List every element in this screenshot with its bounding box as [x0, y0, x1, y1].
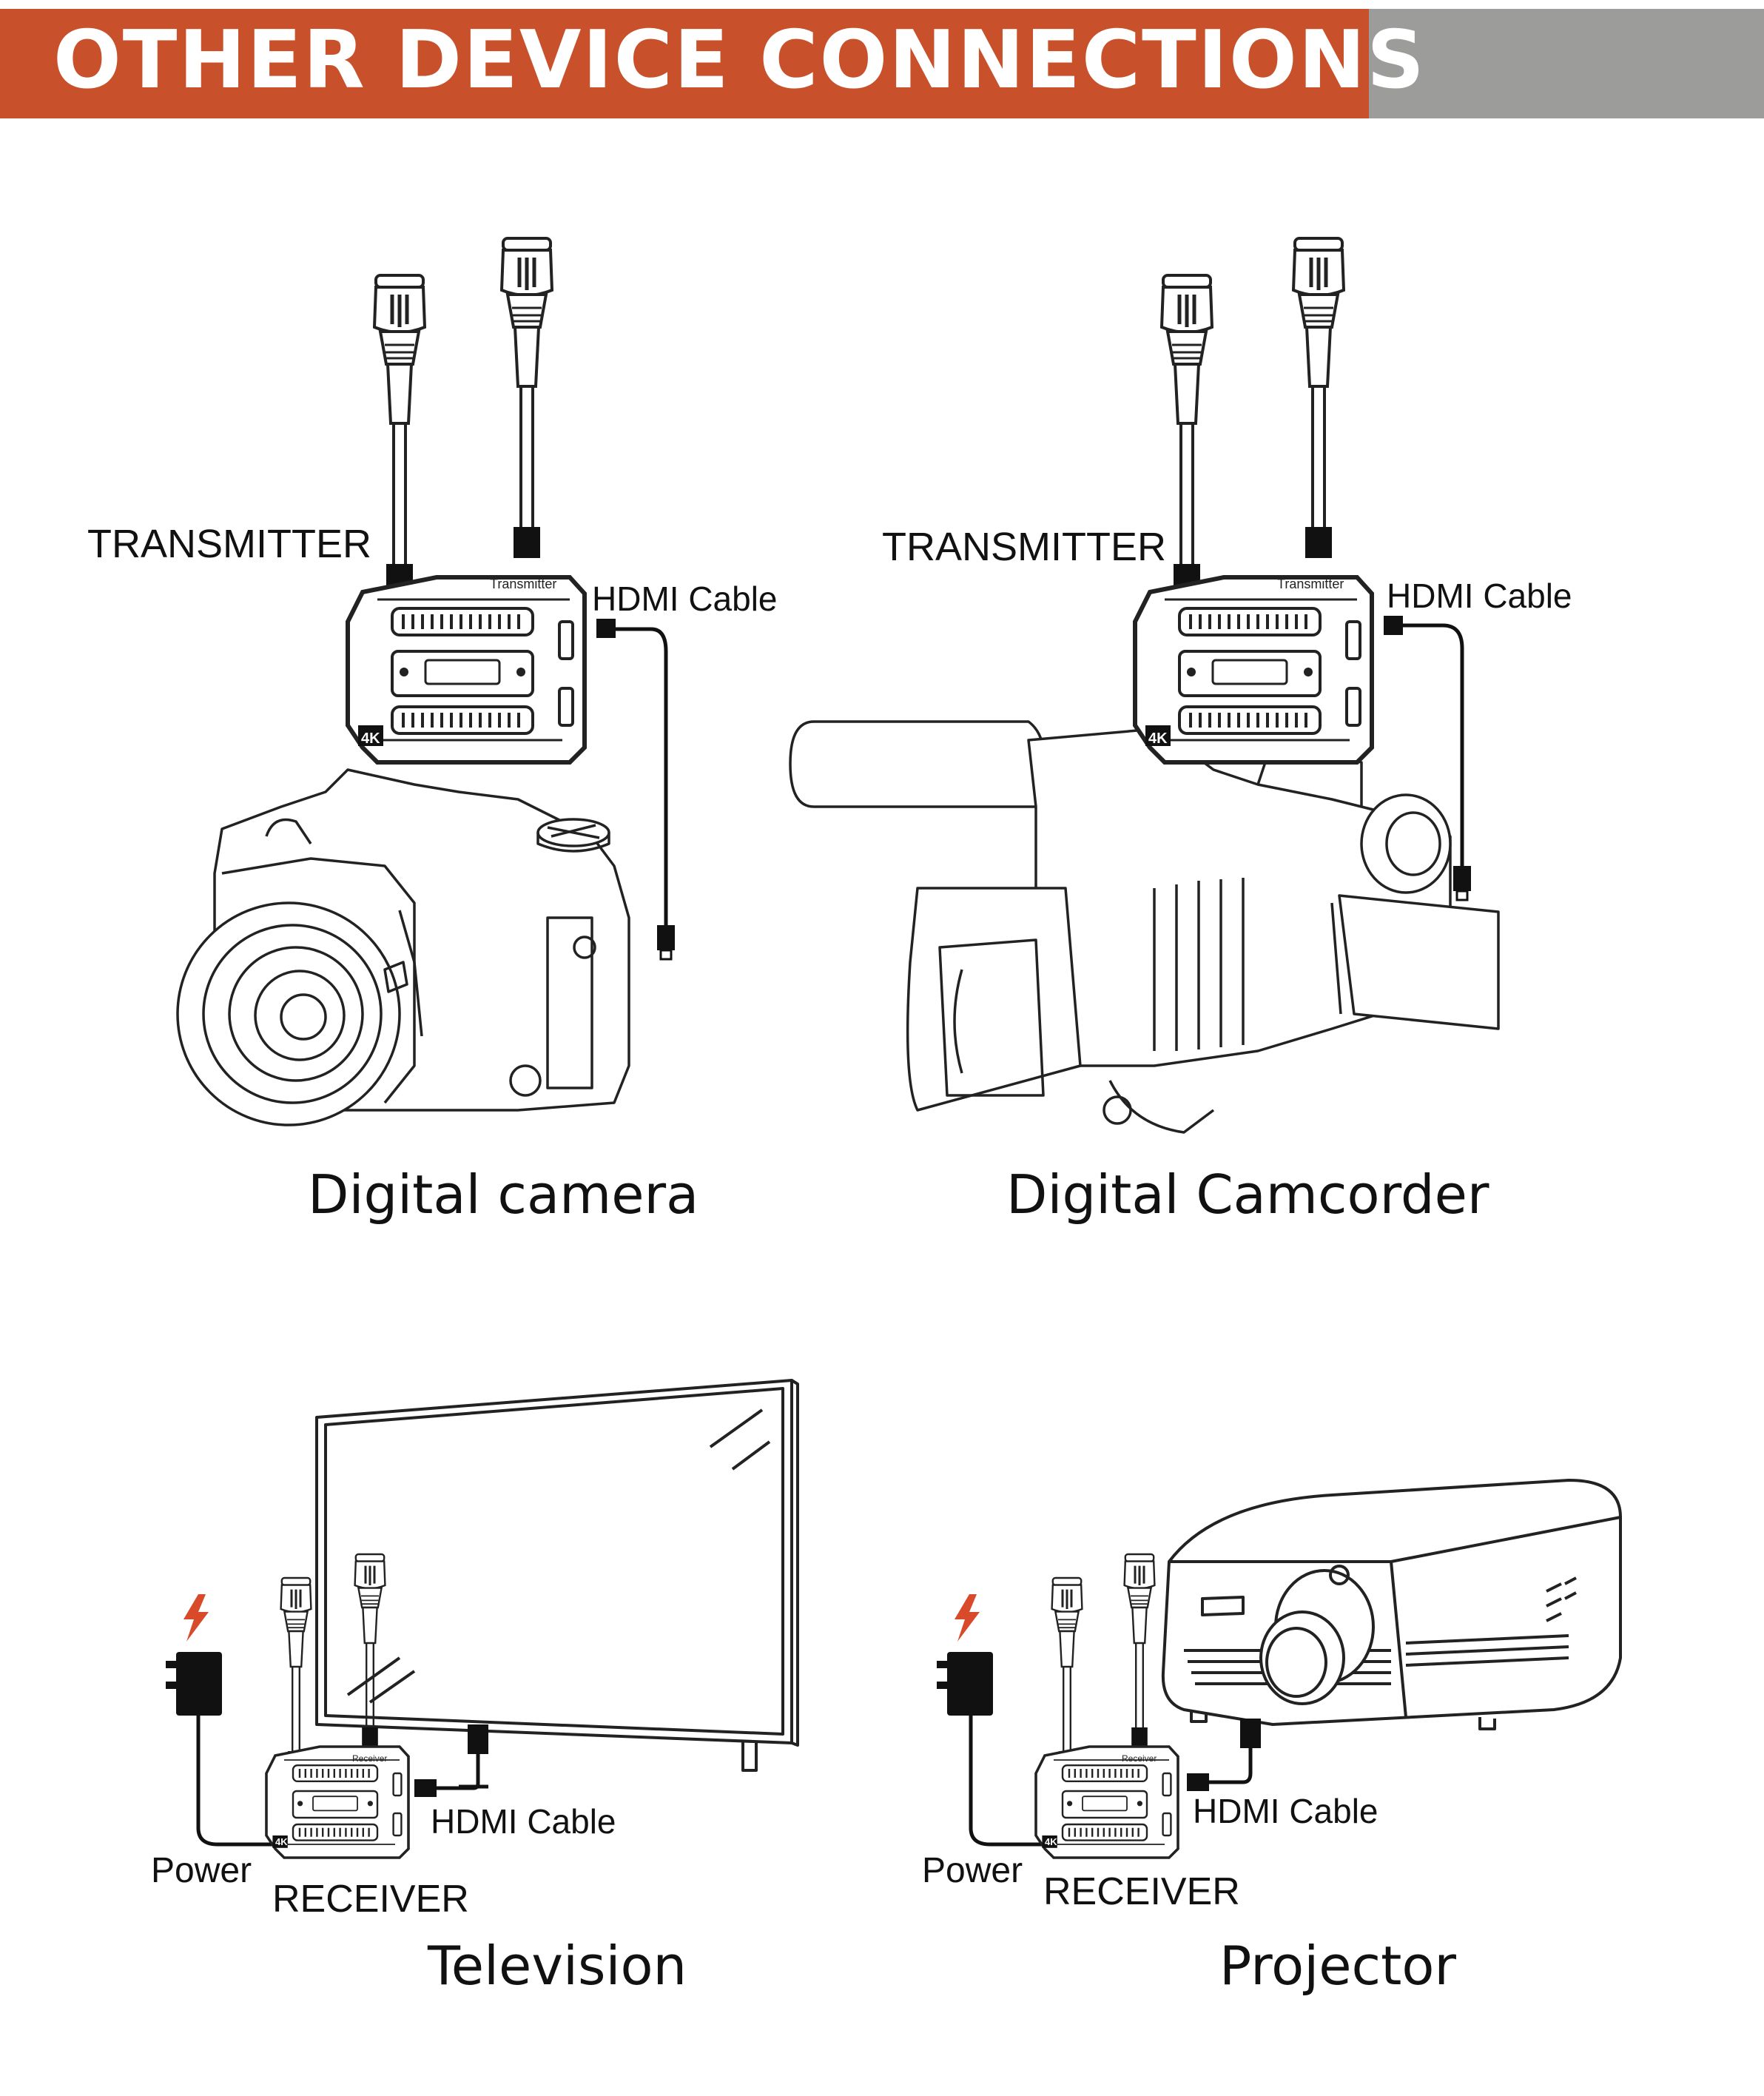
television-antenna-left	[280, 1576, 312, 1771]
page-title: OTHER DEVICE CONNECTIONS	[53, 14, 1426, 107]
camcorder-caption: Digital Camcorder	[1006, 1163, 1489, 1226]
projector-power-cable	[969, 1716, 1045, 1847]
camera-badge: 4K	[361, 730, 380, 747]
television-illustration	[315, 1379, 799, 1772]
camera-hdmi-cable	[614, 627, 668, 925]
projector-power-label: Power	[922, 1851, 1023, 1890]
television-badge: 4K	[275, 1836, 288, 1847]
camcorder-transmitter-label: TRANSMITTER	[882, 525, 1166, 569]
header-banner-gray	[1369, 9, 1764, 118]
camera-hdmi-cable-label: HDMI Cable	[592, 580, 778, 618]
projector-hdmi-cable	[1208, 1747, 1253, 1784]
camera-caption: Digital camera	[308, 1163, 699, 1226]
camcorder-hdmi-cable-label: HDMI Cable	[1387, 577, 1572, 615]
camcorder-antenna-left	[1162, 275, 1212, 595]
projector-power-adapter-icon	[937, 1652, 993, 1716]
projector-power-bolt-icon	[955, 1594, 980, 1642]
camera-hdmi-plug	[656, 924, 676, 961]
camera-illustration	[176, 768, 630, 1126]
projector-badge: 4K	[1045, 1836, 1057, 1847]
projector-caption: Projector	[1219, 1935, 1456, 1997]
television-power-cable	[196, 1716, 272, 1847]
television-receiver-label: RECEIVER	[272, 1878, 469, 1921]
camera-antenna-right	[502, 238, 552, 558]
projector-antenna-left	[1051, 1576, 1083, 1771]
camera-antenna-left	[374, 275, 425, 595]
projector-receiver-label: RECEIVER	[1043, 1870, 1240, 1913]
projector-hdmi-cable-label: HDMI Cable	[1193, 1792, 1378, 1830]
camcorder-hdmi-cable	[1402, 623, 1464, 873]
television-device-text: Receiver	[352, 1753, 387, 1764]
television-caption: Television	[428, 1935, 687, 1997]
camera-transmitter-module	[348, 577, 585, 762]
header-banner	[0, 9, 1369, 118]
camcorder-hdmi-plug	[1452, 864, 1472, 901]
camcorder-antenna-right	[1293, 238, 1344, 558]
camcorder-transmitter-module	[1135, 577, 1372, 762]
television-hdmi-cable-label: HDMI Cable	[431, 1802, 616, 1841]
camcorder-badge: 4K	[1148, 730, 1168, 747]
camcorder-device-text: Transmitter	[1277, 577, 1344, 591]
camera-transmitter-label: TRANSMITTER	[87, 522, 371, 566]
projector-illustration	[1161, 1479, 1622, 1730]
television-power-bolt-icon	[184, 1594, 209, 1642]
television-power-label: Power	[151, 1851, 252, 1890]
projector-device-text: Receiver	[1122, 1753, 1157, 1764]
camera-device-text: Transmitter	[490, 577, 556, 591]
projector-antenna-right	[1123, 1553, 1156, 1747]
television-hdmi-cable	[435, 1753, 488, 1790]
camcorder-illustration	[789, 720, 1500, 1134]
television-power-adapter-icon	[166, 1652, 222, 1716]
